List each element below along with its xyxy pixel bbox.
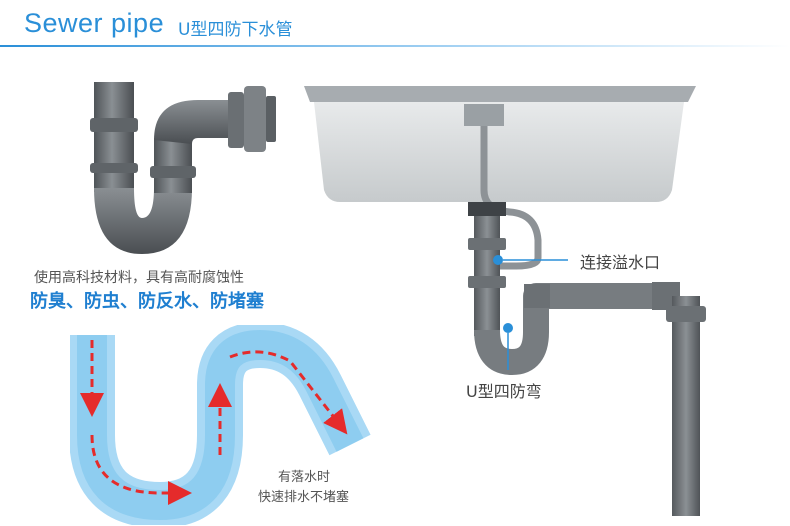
water-flow-diagram: [70, 325, 371, 525]
u-pipe-product-image: [90, 82, 276, 254]
header-divider: [0, 45, 790, 47]
title-english: Sewer pipe: [24, 8, 165, 38]
callout-overflow-connection: 连接溢水口: [580, 253, 661, 272]
flow-note-line2: 快速排水不堵塞: [258, 490, 350, 505]
header: Sewer pipe U型四防下水管: [0, 0, 790, 47]
callout-u-bend: U型四防弯: [466, 382, 542, 401]
material-description: 使用高科技材料，具有高耐腐蚀性: [34, 270, 244, 286]
sink-installation-illustration: [304, 86, 706, 516]
title-chinese: U型四防下水管: [178, 20, 293, 40]
flow-note-line1: 有落水时: [278, 470, 331, 485]
feature-list: 防臭、防虫、防反水、防堵塞: [30, 291, 264, 312]
